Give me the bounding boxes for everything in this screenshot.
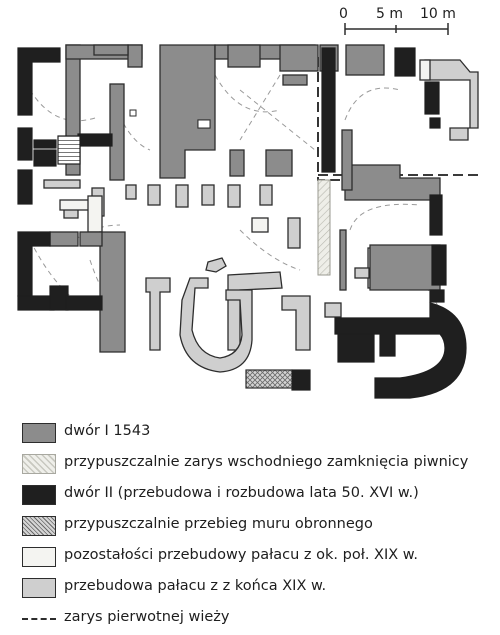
legend-swatch-eastern-cellar (22, 454, 56, 474)
legend-swatch-rebuild-late19 (22, 578, 56, 598)
legend-swatch-dwor-i (22, 423, 56, 443)
legend-label: dwór II (przebudowa i rozbudowa lata 50.… (64, 485, 419, 501)
legend-label: przypuszczalnie przebieg muru obronnego (64, 516, 373, 532)
wall-openings (129, 109, 211, 129)
legend-item-defensive-wall: przypuszczalnie przebieg muru obronnego (14, 511, 494, 542)
scale-label-5m: 5 m (376, 6, 403, 22)
legend: dwór I 1543 przypuszczalnie zarys wschod… (14, 418, 494, 635)
scale-bar: 0 5 m 10 m (339, 6, 456, 35)
legend-swatch-defensive-wall (22, 516, 56, 536)
legend-item-tower: zarys pierwotnej wieży (14, 604, 494, 635)
legend-item-dwor-ii: dwór II (przebudowa i rozbudowa lata 50.… (14, 480, 494, 511)
legend-label: przebudowa pałacu z z końca XIX w. (64, 578, 327, 594)
legend-label: przypuszczalnie zarys wschodniego zamkni… (64, 454, 469, 470)
floor-plan: 0 5 m 10 m (17, 6, 480, 399)
eastern-cellar-outline (317, 179, 331, 276)
dwor-i-walls (49, 44, 441, 353)
legend-label: zarys pierwotnej wieży (64, 609, 230, 625)
legend-dashed-line (22, 618, 56, 620)
scale-label-0: 0 (339, 6, 348, 22)
legend-item-eastern-cellar: przypuszczalnie zarys wschodniego zamkni… (14, 449, 494, 480)
dwor-ii-walls (17, 47, 467, 399)
legend-item-remains-mid19: pozostałości przebudowy pałacu z ok. poł… (14, 542, 494, 573)
legend-item-rebuild-late19: przebudowa pałacu z z końca XIX w. (14, 573, 494, 604)
legend-label: pozostałości przebudowy pałacu z ok. poł… (64, 547, 418, 563)
legend-swatch-remains-mid19 (22, 547, 56, 567)
scale-label-10m: 10 m (420, 6, 456, 22)
legend-label: dwór I 1543 (64, 423, 151, 439)
defensive-wall-joint (292, 370, 310, 388)
legend-item-dwor-i: dwór I 1543 (14, 418, 494, 449)
defensive-wall-section (245, 369, 293, 389)
remains-mid19-walls (59, 59, 431, 233)
legend-swatch-dwor-ii (22, 485, 56, 505)
